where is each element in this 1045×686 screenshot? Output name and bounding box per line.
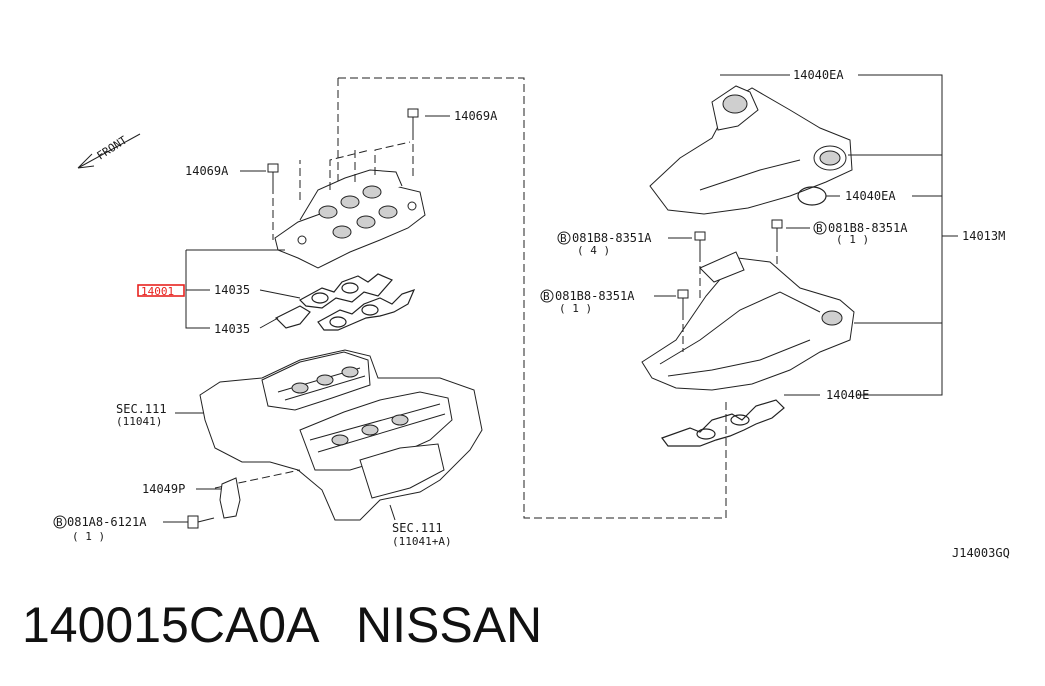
svg-text:B: B — [816, 222, 823, 235]
svg-text:B: B — [543, 290, 550, 303]
label-sec111-bottom-ref: (11041+A) — [392, 535, 452, 548]
part-number: 140015CA0A — [22, 597, 320, 653]
label-bolt-081B8-left: 081B8-8351A — [572, 231, 652, 245]
intake-manifold-base — [641, 251, 855, 391]
label-bolt-081B8-left-qty: ( 4 ) — [577, 244, 610, 257]
bolt-guide-lines — [299, 141, 411, 200]
figure-code: J14003GQ — [952, 546, 1010, 560]
label-14040EA-top: 14040EA — [793, 68, 844, 82]
highlight-box[interactable] — [137, 284, 185, 297]
circle-b-icon: B — [540, 289, 554, 303]
bracket-14049P — [219, 477, 241, 519]
bolt-081A8 — [187, 515, 215, 529]
label-14069A-top: 14069A — [454, 109, 498, 123]
label-bolt-081B8-right: 081B8-8351A — [828, 221, 908, 235]
engine-block — [199, 349, 483, 521]
label-sec111-bottom: SEC.111 — [392, 521, 443, 535]
gasket-14040E — [661, 399, 785, 447]
upper-intake-collector — [649, 85, 853, 215]
brand-name: NISSAN — [356, 597, 543, 653]
circle-b-icon: B — [557, 231, 571, 245]
svg-text:B: B — [560, 232, 567, 245]
label-bolt-081B8-low: 081B8-8351A — [555, 289, 635, 303]
label-14069A-left: 14069A — [185, 164, 229, 178]
leaders-right — [654, 74, 958, 396]
label-bolt-081B8-right-qty: ( 1 ) — [836, 233, 869, 246]
highlight-label[interactable]: 14001 — [141, 285, 174, 298]
circle-b-icon: B — [53, 515, 67, 529]
bolt-14069A-left — [267, 163, 279, 240]
label-14013M: 14013M — [962, 229, 1005, 243]
label-sec111-left: SEC.111 — [116, 402, 167, 416]
circle-b-icon: B — [813, 221, 827, 235]
front-arrow: FRONT — [77, 133, 141, 169]
label-14040E: 14040E — [826, 388, 869, 402]
svg-text:B: B — [56, 516, 63, 529]
label-sec111-left-ref: (11041) — [116, 415, 162, 428]
label-bolt-081B8-low-qty: ( 1 ) — [559, 302, 592, 315]
label-14040EA-mid: 14040EA — [845, 189, 896, 203]
gasket-14035-upper — [299, 273, 393, 309]
leaders-left — [163, 115, 450, 523]
label-14035-a: 14035 — [214, 283, 250, 297]
label-14035-b: 14035 — [214, 322, 250, 336]
bolt-14069A-top — [407, 108, 419, 180]
bolts-081B8 — [677, 219, 783, 352]
label-14049P: 14049P — [142, 482, 185, 496]
lower-intake-manifold — [274, 169, 426, 269]
label-bolt-081A8-qty: ( 1 ) — [72, 530, 105, 543]
label-bolt-081A8: 081A8-6121A — [67, 515, 147, 529]
o-ring-14040EA — [797, 186, 827, 206]
gasket-14035-lower — [274, 289, 416, 331]
front-label: FRONT — [95, 133, 130, 162]
